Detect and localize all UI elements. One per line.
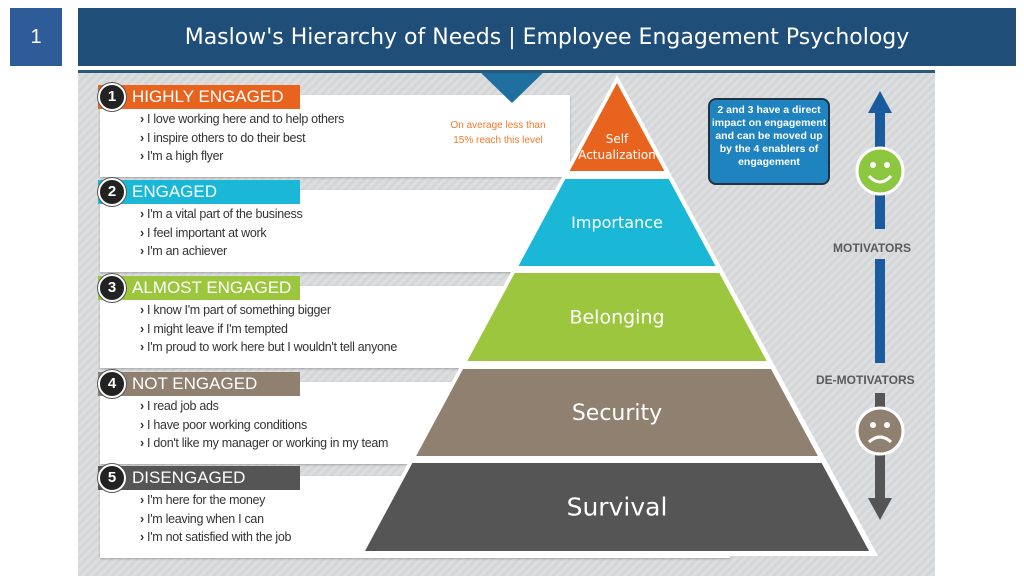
demotivators-label: DE-MOTIVATORS: [816, 373, 915, 387]
level-item: I'm here for the money: [140, 493, 265, 507]
pyramid-layer-label: Belonging: [569, 306, 664, 328]
level-item: I'm a high flyer: [140, 149, 223, 163]
pyramid-layer: [518, 179, 716, 266]
pyramid-layer-label: Importance: [571, 213, 663, 232]
level-item: I love working here and to help others: [140, 112, 344, 126]
pyramid-layer: [416, 369, 818, 456]
level-item: I read job ads: [140, 399, 219, 413]
level-number-badge: 5: [98, 464, 126, 492]
level-number-badge: 4: [98, 370, 126, 398]
level-item: I don't like my manager or working in my…: [140, 436, 388, 450]
level-header: HIGHLY ENGAGED: [98, 85, 300, 109]
slide-title: Maslow's Hierarchy of Needs | Employee E…: [78, 8, 1016, 66]
level-item: I might leave if I'm tempted: [140, 322, 288, 336]
level-number-badge: 2: [98, 178, 126, 206]
pyramid-layer: [467, 273, 767, 361]
maslow-infographic: HIGHLY ENGAGED 1 I love working here and…: [78, 70, 935, 576]
level-header: NOT ENGAGED: [98, 372, 300, 396]
pyramid-layer: [365, 463, 869, 551]
level-header: ALMOST ENGAGED: [98, 276, 300, 300]
level-item: I'm leaving when I can: [140, 512, 264, 526]
level-item: I'm not satisfied with the job: [140, 530, 291, 544]
slide-number: 1: [10, 8, 62, 66]
level-number-badge: 3: [98, 274, 126, 302]
sad-face-icon: [855, 406, 905, 456]
motivators-label: MOTIVATORS: [833, 241, 911, 255]
level-item: I'm a vital part of the business: [140, 207, 303, 221]
level-item: I know I'm part of something bigger: [140, 303, 331, 317]
pointer-triangle: [481, 73, 543, 103]
level-item: I feel important at work: [140, 226, 267, 240]
level-header: DISENGAGED: [98, 466, 300, 490]
level-item: I'm an achiever: [140, 244, 227, 258]
pyramid-layer: [569, 83, 665, 171]
pyramid-layer-label: Security: [572, 401, 662, 426]
level-header: ENGAGED: [98, 180, 300, 204]
up-arrow-icon: [868, 91, 892, 113]
smiley-icon: [855, 146, 905, 196]
level-item: I inspire others to do their best: [140, 131, 306, 145]
level-item: I'm proud to work here but I wouldn't te…: [140, 340, 397, 354]
level-number-badge: 1: [98, 83, 126, 111]
reach-note: On average less than 15% reach this leve…: [450, 120, 546, 146]
info-box: 2 and 3 have a direct impact on engageme…: [708, 98, 830, 185]
down-arrow-icon: [868, 498, 892, 520]
level-item: I have poor working conditions: [140, 418, 307, 432]
pyramid-layer-label: Survival: [567, 492, 668, 521]
